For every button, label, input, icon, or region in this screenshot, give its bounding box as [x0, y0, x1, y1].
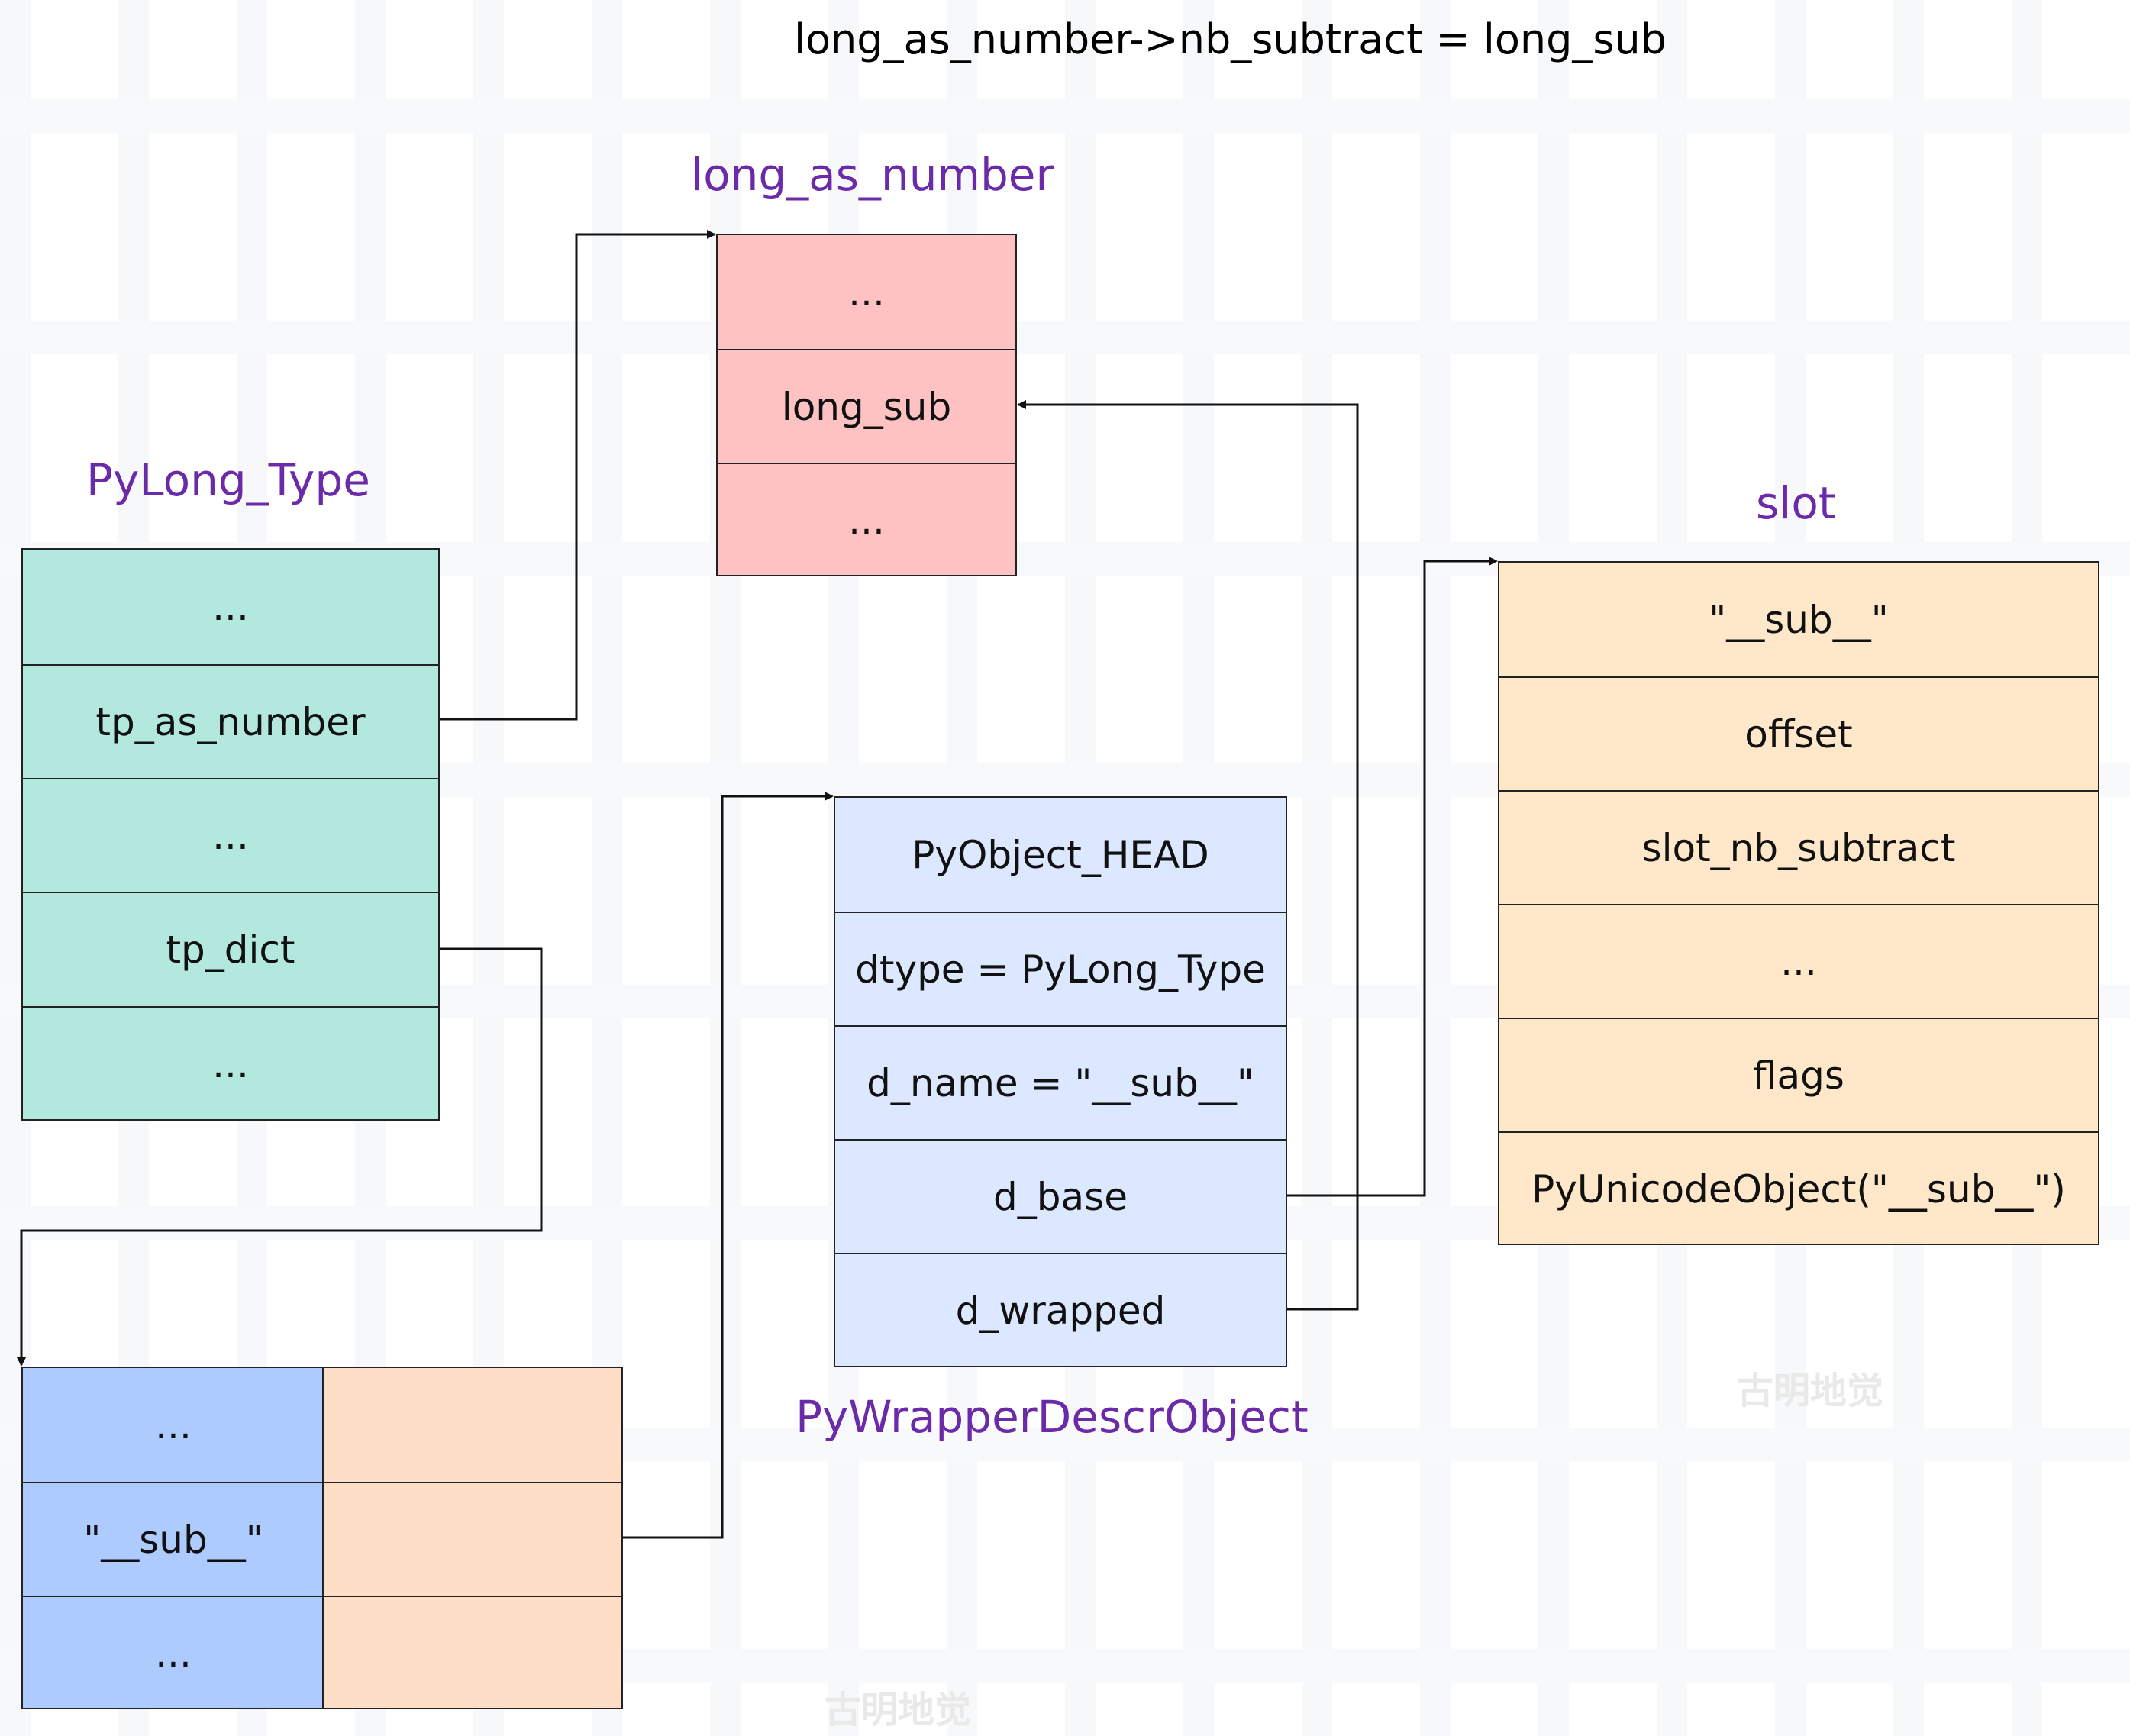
- wrapper-descr-label: PyWrapperDescrObject: [796, 1391, 1309, 1443]
- tp-dict-table: ... "__sub__" ...: [21, 1367, 623, 1709]
- dict-keys-column: ... "__sub__" ...: [23, 1368, 324, 1708]
- dict-value: [324, 1596, 621, 1708]
- long-as-number-label: long_as_number: [691, 149, 1054, 201]
- dict-key: ...: [155, 1402, 192, 1447]
- d-wrapped-field: d_wrapped: [835, 1253, 1286, 1367]
- wrapper-descr-struct: PyObject_HEAD dtype = PyLong_Type d_name…: [834, 796, 1287, 1367]
- dict-key: ...: [23, 1596, 324, 1708]
- long-sub-field: long_sub: [718, 349, 1015, 463]
- slot-offset-field: offset: [1499, 676, 2098, 790]
- long-as-number-field: ...: [848, 269, 885, 315]
- slot-name-strobj-field: PyUnicodeObject("__sub__"): [1499, 1131, 2098, 1245]
- pylong-type-label: PyLong_Type: [86, 454, 370, 506]
- long-as-number-field: ...: [718, 463, 1015, 576]
- pylong-type-field: ...: [212, 585, 249, 629]
- dict-value: [324, 1368, 621, 1482]
- slot-function-field: slot_nb_subtract: [1499, 790, 2098, 904]
- slot-flags-field: flags: [1499, 1018, 2098, 1131]
- dtype-field: dtype = PyLong_Type: [835, 912, 1286, 1025]
- diagram-title: long_as_number->nb_subtract = long_sub: [794, 15, 1667, 63]
- watermark: 古明地觉: [825, 1689, 972, 1731]
- d-name-field: d_name = "__sub__": [835, 1025, 1286, 1139]
- dict-value-sub: [324, 1482, 621, 1596]
- slot-struct: "__sub__" offset slot_nb_subtract ... fl…: [1498, 561, 2099, 1245]
- slot-wrapper-field: ...: [1499, 904, 2098, 1018]
- pyobject-head-field: PyObject_HEAD: [912, 832, 1209, 877]
- d-base-field: d_base: [835, 1139, 1286, 1253]
- dict-values-column: [324, 1368, 621, 1708]
- tp-as-number-field: tp_as_number: [23, 664, 438, 778]
- tp-dict-field: tp_dict: [23, 892, 438, 1006]
- pylong-type-struct: ... tp_as_number ... tp_dict ...: [21, 548, 440, 1121]
- pylong-type-field: ...: [23, 1006, 438, 1121]
- slot-label: slot: [1756, 477, 1836, 529]
- slot-name-field: "__sub__": [1709, 597, 1889, 642]
- pylong-type-field: ...: [23, 778, 438, 892]
- watermark: 古明地觉: [1737, 1370, 1884, 1412]
- dict-key-sub: "__sub__": [23, 1482, 324, 1596]
- long-as-number-struct: ... long_sub ...: [716, 234, 1017, 576]
